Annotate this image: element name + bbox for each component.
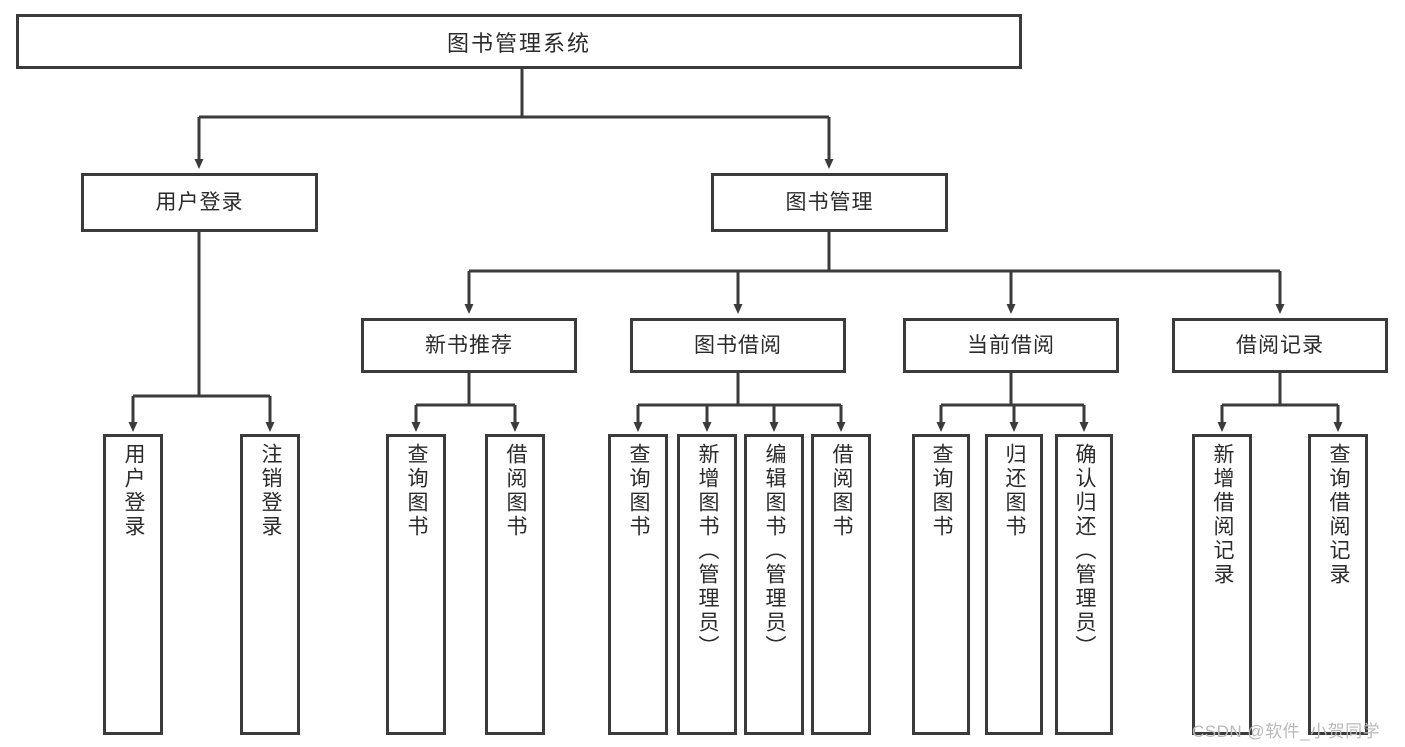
node-user-login[interactable]: 用户登录 <box>81 173 318 232</box>
node-label: 当前借阅 <box>967 333 1055 357</box>
node-borrow-record[interactable]: 借阅记录 <box>1172 318 1388 373</box>
node-label: 查询图书 <box>627 443 651 539</box>
leaf-logout[interactable]: 注销登录 <box>240 434 300 735</box>
leaf-user-login[interactable]: 用户登录 <box>103 434 163 735</box>
watermark-text: CSDN @软件_小贺同学 <box>1192 722 1381 741</box>
node-label: 借阅图书 <box>504 443 528 539</box>
node-book-borrow[interactable]: 图书借阅 <box>630 318 846 373</box>
leaf-query-borrow-record[interactable]: 查询借阅记录 <box>1308 434 1368 735</box>
leaf-query-book[interactable]: 查询图书 <box>608 434 668 735</box>
node-label: 图书管理 <box>785 190 874 214</box>
leaf-return-book[interactable]: 归还图书 <box>985 434 1043 735</box>
leaf-add-borrow-record[interactable]: 新增借阅记录 <box>1192 434 1252 735</box>
node-label: 借阅图书 <box>830 443 854 539</box>
node-root[interactable]: 图书管理系统 <box>16 14 1022 69</box>
node-label: 查询图书 <box>930 443 954 539</box>
leaf-add-book-admin[interactable]: 新增图书（管理员） <box>677 434 737 735</box>
node-label: 确认归还（管理员） <box>1073 443 1097 659</box>
node-label: 图书管理系统 <box>446 30 591 56</box>
leaf-confirm-return-admin[interactable]: 确认归还（管理员） <box>1055 434 1113 735</box>
node-label: 借阅记录 <box>1236 333 1324 357</box>
leaf-borrow-book[interactable]: 借阅图书 <box>811 434 871 735</box>
node-label: 图书借阅 <box>694 333 782 357</box>
leaf-query-book-current[interactable]: 查询图书 <box>912 434 970 735</box>
watermark: CSDN @软件_小贺同学 <box>1192 717 1380 742</box>
leaf-query-book-recommend[interactable]: 查询图书 <box>386 434 446 735</box>
node-label: 用户登录 <box>122 443 146 539</box>
node-label: 新增图书（管理员） <box>696 443 720 659</box>
node-label: 归还图书 <box>1003 443 1027 539</box>
node-label: 新增借阅记录 <box>1211 443 1235 587</box>
node-label: 新书推荐 <box>425 333 513 357</box>
node-label: 查询图书 <box>405 443 429 539</box>
node-label: 编辑图书（管理员） <box>763 443 787 659</box>
leaf-borrow-book-recommend[interactable]: 借阅图书 <box>485 434 545 735</box>
node-label: 注销登录 <box>259 443 283 539</box>
node-book-management[interactable]: 图书管理 <box>711 173 948 232</box>
node-label: 用户登录 <box>155 190 244 214</box>
node-label: 查询借阅记录 <box>1327 443 1351 587</box>
leaf-edit-book-admin[interactable]: 编辑图书（管理员） <box>744 434 804 735</box>
node-new-book-recommend[interactable]: 新书推荐 <box>361 318 577 373</box>
node-current-borrow[interactable]: 当前借阅 <box>903 318 1119 373</box>
